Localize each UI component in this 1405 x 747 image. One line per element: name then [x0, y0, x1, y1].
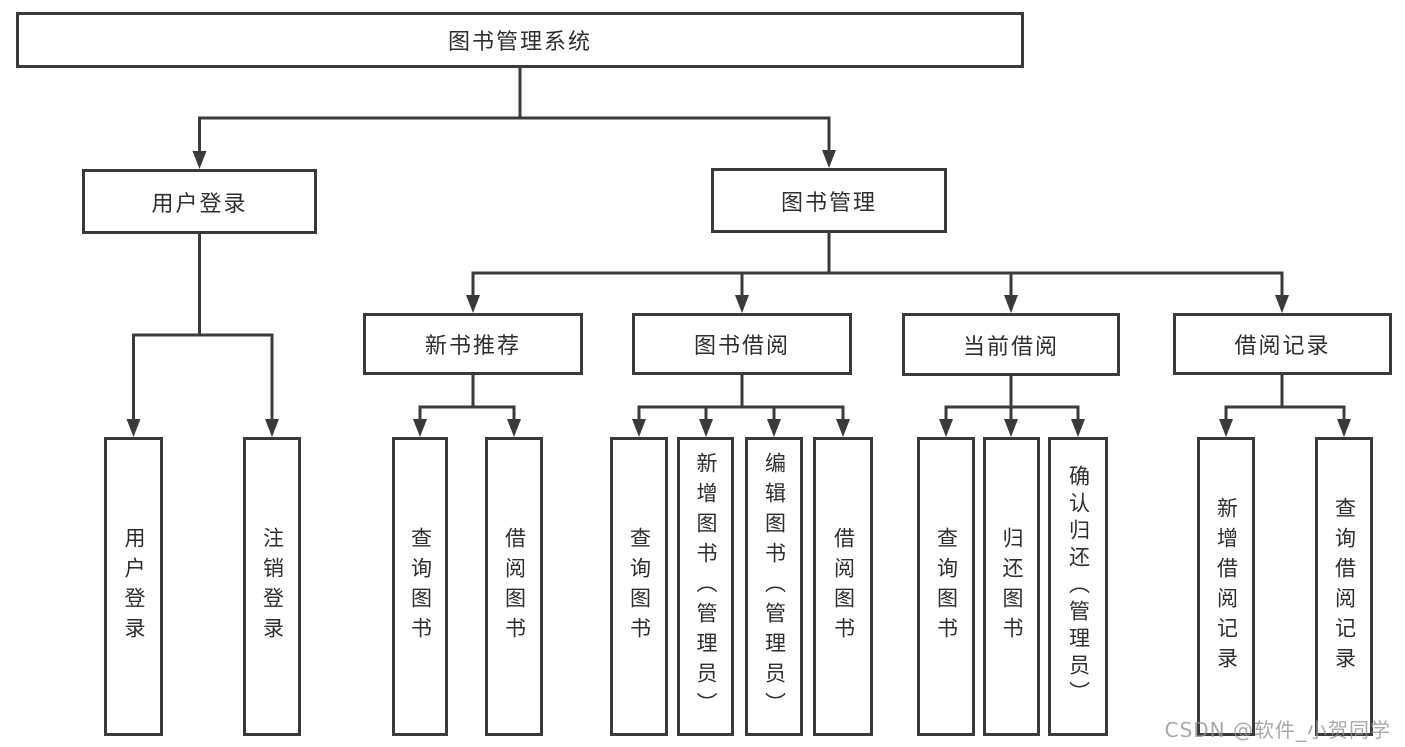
node-new-book-recommend-label: 新书推荐	[424, 334, 521, 359]
node-root-label: 图书管理系统	[447, 30, 592, 55]
leaf-query-books-current: 查询图书	[917, 437, 975, 736]
connector-book-borrow	[637, 373, 845, 423]
leaf-query-borrow-record-label: 查询借阅记录	[1332, 496, 1357, 677]
node-book-borrow-label: 图书借阅	[693, 334, 790, 359]
leaf-return-book-label: 归还图书	[1000, 526, 1024, 647]
node-book-management-label: 图书管理	[780, 190, 877, 216]
node-current-borrow-label: 当前借阅	[962, 334, 1059, 360]
leaf-add-book-admin: 新增图书（管理员）	[677, 437, 734, 736]
watermark: CSDN @软件_小贺同学	[1164, 718, 1391, 742]
leaf-borrow-books: 借阅图书	[813, 437, 873, 736]
node-book-management: 图书管理	[711, 168, 947, 233]
node-root: 图书管理系统	[16, 12, 1024, 68]
node-book-borrow: 图书借阅	[632, 313, 852, 375]
connector-borrow-record	[1224, 373, 1346, 423]
leaf-query-books-current-label: 查询图书	[934, 526, 959, 647]
connector-new-book	[418, 373, 516, 423]
leaf-confirm-return-admin: 确认归还（管理员）	[1048, 437, 1108, 736]
leaf-add-borrow-record-label: 新增借阅记录	[1214, 496, 1239, 677]
connector-user-login	[132, 232, 274, 423]
leaf-edit-book-admin-label: 编辑图书（管理员）	[762, 451, 787, 722]
leaf-borrow-books-label: 借阅图书	[831, 526, 856, 647]
leaf-borrow-books-recommend: 借阅图书	[485, 437, 543, 736]
leaf-logout: 注销登录	[243, 437, 301, 736]
leaf-query-books-recommend-label: 查询图书	[408, 526, 433, 647]
leaf-query-books-borrow: 查询图书	[610, 437, 668, 736]
leaf-return-book: 归还图书	[983, 437, 1040, 736]
leaf-query-books-recommend: 查询图书	[392, 437, 448, 736]
node-borrow-record-label: 借阅记录	[1234, 334, 1331, 359]
leaf-confirm-return-admin-label: 确认归还（管理员）	[1066, 465, 1091, 708]
leaf-borrow-books-recommend-label: 借阅图书	[502, 526, 527, 647]
node-user-login-label: 用户登录	[151, 191, 248, 217]
leaf-edit-book-admin: 编辑图书（管理员）	[745, 437, 803, 736]
node-current-borrow: 当前借阅	[902, 313, 1120, 376]
connector-current-borrow	[944, 374, 1080, 423]
node-user-login: 用户登录	[82, 169, 317, 234]
node-borrow-record: 借阅记录	[1173, 313, 1392, 375]
leaf-user-login: 用户登录	[104, 437, 163, 736]
connector-book-management	[471, 231, 1284, 299]
leaf-query-books-borrow-label: 查询图书	[627, 526, 652, 647]
leaf-logout-label: 注销登录	[260, 526, 285, 647]
leaf-add-book-admin-label: 新增图书（管理员）	[694, 451, 718, 722]
leaf-add-borrow-record: 新增借阅记录	[1197, 437, 1255, 736]
node-new-book-recommend: 新书推荐	[363, 313, 583, 375]
leaf-query-borrow-record: 查询借阅记录	[1315, 437, 1373, 736]
leaf-user-login-label: 用户登录	[122, 526, 146, 647]
connector-root	[198, 66, 831, 155]
